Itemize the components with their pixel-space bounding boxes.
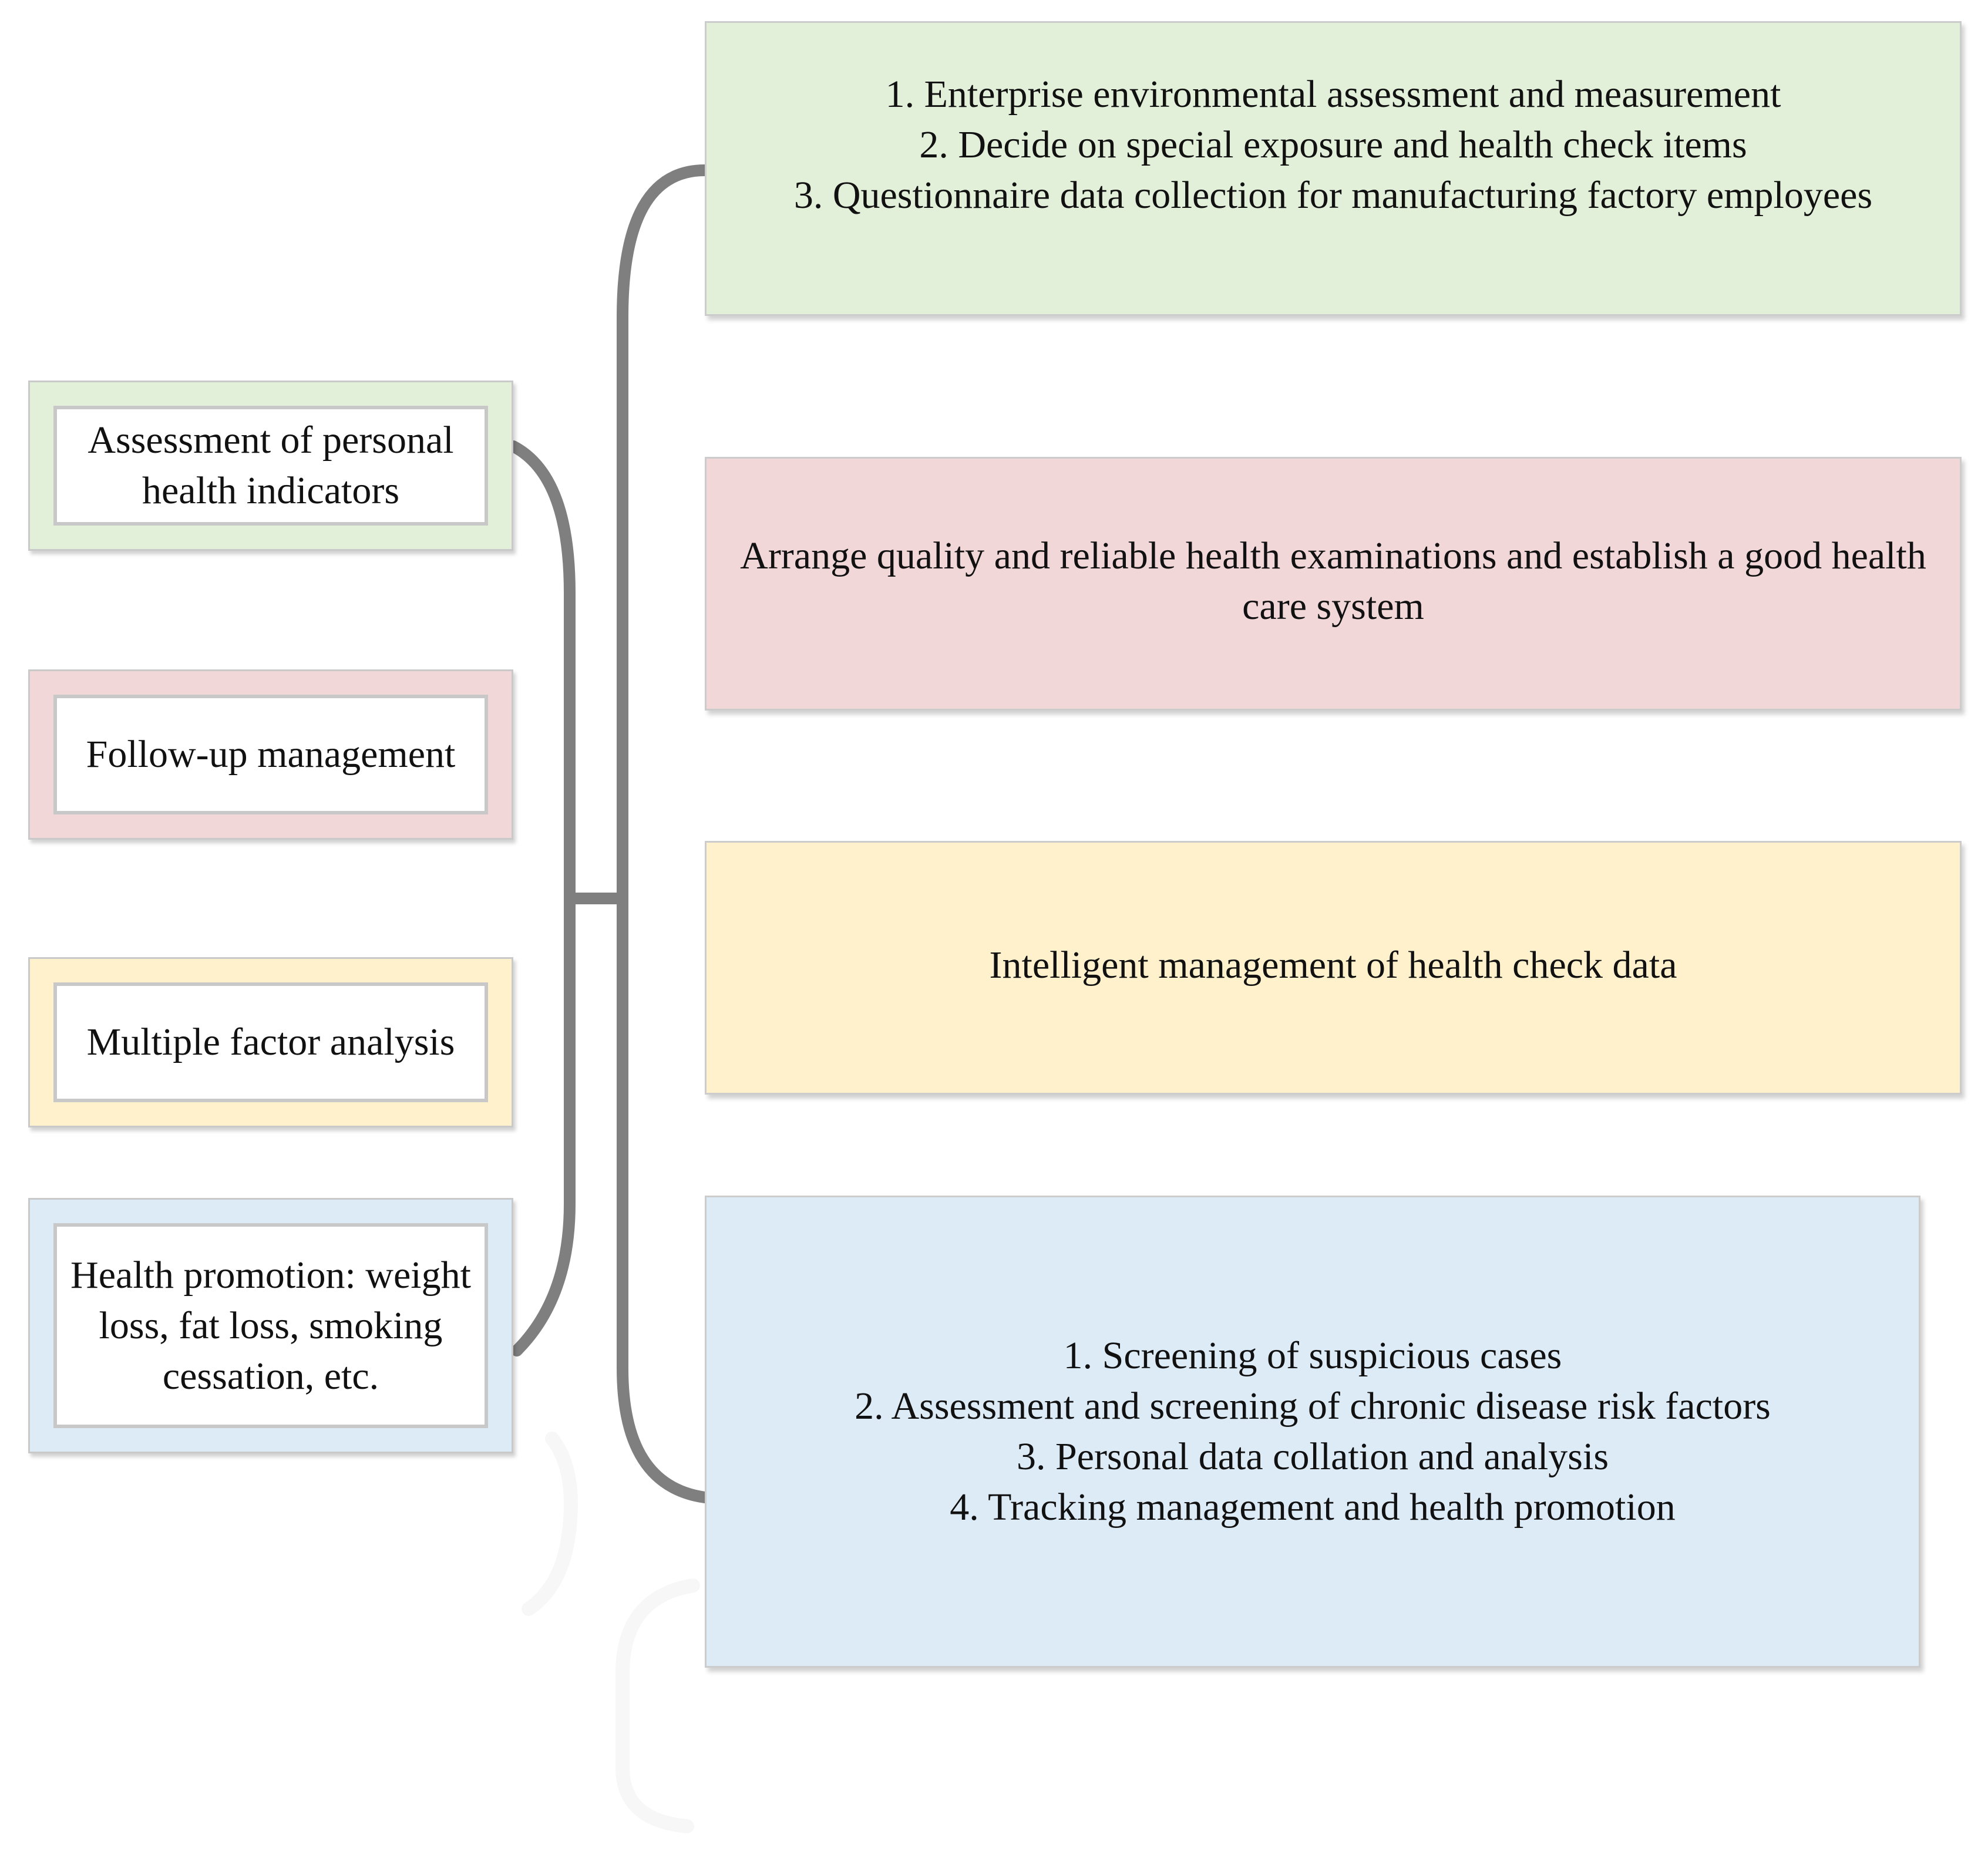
right-box-data-management: Intelligent management of health check d… (705, 841, 1962, 1095)
right-box-line: Intelligent management of health check d… (989, 944, 1677, 987)
right-box-line: 3. Questionnaire data collection for man… (793, 174, 1873, 217)
left-box-label: Follow-up management (86, 733, 456, 776)
left-box-label: Assessment of personal health indicators (88, 419, 454, 512)
right-box-assessment-steps: 1. Enterprise environmental assessment a… (705, 21, 1962, 316)
right-box-line: 1. Screening of suspicious cases (1063, 1334, 1562, 1377)
right-box-line: 3. Personal data collation and analysis (1016, 1435, 1609, 1478)
left-bracket (507, 440, 576, 1356)
right-box-text: Arrange quality and reliable health exam… (714, 531, 1953, 632)
left-box-inner: Assessment of personal health indicators (53, 406, 488, 526)
right-box-line: 2. Assessment and screening of chronic d… (855, 1385, 1771, 1428)
left-box-label: Health promotion: weight loss, fat loss,… (70, 1253, 471, 1398)
right-box-text: Intelligent management of health check d… (990, 940, 1677, 991)
right-box-line: 1. Enterprise environmental assessment a… (885, 73, 1781, 116)
bracket-reflection (522, 1432, 700, 1833)
right-box-text: 1. Enterprise environmental assessment a… (794, 69, 1872, 221)
right-bracket (617, 164, 711, 1503)
left-box-inner: Follow-up management (53, 695, 488, 814)
left-box-inner: Health promotion: weight loss, fat loss,… (53, 1223, 488, 1428)
right-box-text: 1. Screening of suspicious cases 2. Asse… (855, 1331, 1771, 1533)
left-box-personal-health: Assessment of personal health indicators (28, 381, 513, 551)
right-box-line: Arrange quality and reliable health exam… (740, 534, 1926, 628)
left-box-health-promotion: Health promotion: weight loss, fat loss,… (28, 1198, 513, 1453)
left-box-inner: Multiple factor analysis (53, 982, 488, 1102)
right-box-screening-steps: 1. Screening of suspicious cases 2. Asse… (705, 1196, 1920, 1668)
right-box-health-examinations: Arrange quality and reliable health exam… (705, 457, 1962, 711)
left-box-multiple-factor: Multiple factor analysis (28, 957, 513, 1127)
left-box-follow-up: Follow-up management (28, 669, 513, 840)
right-box-line: 4. Tracking management and health promot… (950, 1486, 1676, 1529)
left-box-label: Multiple factor analysis (86, 1021, 455, 1063)
right-box-line: 2. Decide on special exposure and health… (919, 123, 1747, 166)
